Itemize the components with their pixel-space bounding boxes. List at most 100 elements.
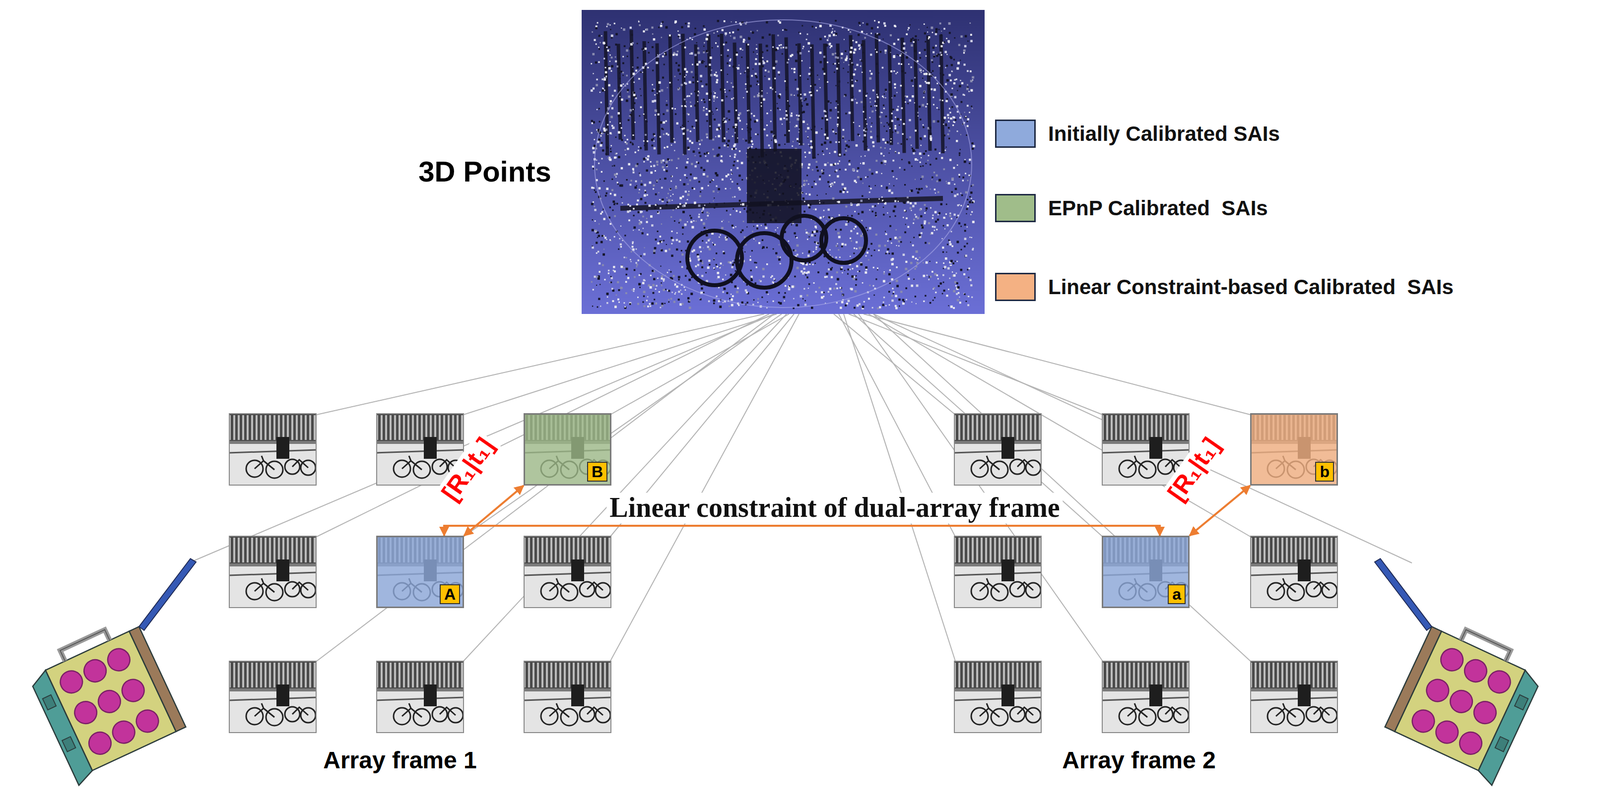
cloud-point xyxy=(730,273,733,277)
cloud-point xyxy=(687,183,689,186)
cloud-point xyxy=(939,51,942,54)
cloud-point xyxy=(853,247,856,250)
cloud-point xyxy=(929,136,933,140)
cloud-point xyxy=(858,247,862,250)
cloud-point xyxy=(821,128,823,131)
cloud-point xyxy=(604,195,607,198)
cloud-point xyxy=(625,74,628,77)
cloud-point xyxy=(609,28,611,30)
cloud-point xyxy=(882,38,884,40)
cloud-point xyxy=(870,72,873,75)
cloud-point xyxy=(694,53,697,57)
cloud-point xyxy=(670,175,672,177)
cloud-point xyxy=(934,44,937,47)
cloud-point xyxy=(651,83,654,86)
cloud-point xyxy=(891,258,894,261)
cloud-point xyxy=(895,72,897,75)
cloud-point xyxy=(956,261,958,263)
cloud-point xyxy=(708,264,711,266)
cloud-point xyxy=(929,261,931,263)
cloud-point xyxy=(966,87,969,91)
cloud-point xyxy=(966,84,969,86)
cloud-point xyxy=(625,280,628,283)
cloud-point xyxy=(725,41,728,44)
cloud-point xyxy=(599,42,601,44)
cloud-point xyxy=(900,63,903,66)
cloud-point xyxy=(865,128,868,131)
cloud-point xyxy=(891,131,894,134)
cloud-point xyxy=(701,211,704,214)
cloud-point xyxy=(919,57,922,60)
cloud-point xyxy=(884,49,887,52)
cloud-point xyxy=(858,89,861,92)
cloud-point xyxy=(946,54,948,56)
cloud-point xyxy=(689,101,692,104)
cloud-point xyxy=(841,245,844,248)
fence-stroke xyxy=(605,31,608,156)
cloud-point xyxy=(620,225,622,227)
cloud-point xyxy=(753,95,756,98)
cloud-point xyxy=(952,290,956,293)
cloud-point xyxy=(861,71,863,73)
cloud-point xyxy=(607,84,610,87)
cloud-point xyxy=(844,148,846,150)
cloud-point xyxy=(814,83,817,86)
cloud-point xyxy=(792,140,794,142)
cloud-point xyxy=(870,27,874,30)
cloud-point xyxy=(823,141,827,144)
cloud-point xyxy=(597,21,599,24)
cloud-point xyxy=(875,233,878,236)
cloud-point xyxy=(945,213,947,215)
cloud-point xyxy=(765,226,768,230)
cloud-point xyxy=(894,215,897,217)
cloud-point xyxy=(952,262,955,265)
cloud-point xyxy=(883,22,886,25)
cloud-point xyxy=(969,70,972,73)
cloud-point xyxy=(866,92,868,94)
cloud-point xyxy=(866,145,868,147)
cloud-point xyxy=(703,42,705,44)
cloud-point xyxy=(897,152,900,155)
cloud-point xyxy=(732,31,734,34)
cloud-point xyxy=(638,192,640,194)
cloud-point xyxy=(619,286,623,290)
cloud-point xyxy=(808,193,811,196)
cloud-point xyxy=(814,234,816,237)
cloud-point xyxy=(855,80,857,82)
cloud-point xyxy=(809,85,812,87)
cloud-point xyxy=(861,247,864,249)
cloud-point xyxy=(704,153,706,155)
cloud-point xyxy=(703,98,706,101)
cloud-point xyxy=(932,46,935,49)
cloud-point xyxy=(718,286,720,289)
cloud-point xyxy=(964,255,968,258)
cloud-point xyxy=(595,27,598,30)
cloud-point xyxy=(815,230,819,233)
cloud-point xyxy=(617,115,620,118)
cloud-point xyxy=(940,156,943,159)
cloud-point xyxy=(738,64,740,67)
cloud-point xyxy=(891,170,894,173)
cloud-point xyxy=(733,160,735,163)
cloud-point xyxy=(797,304,800,307)
cloud-point xyxy=(722,278,724,281)
cloud-point xyxy=(928,38,930,40)
cloud-point xyxy=(900,53,903,55)
cloud-point xyxy=(711,47,714,49)
cloud-point xyxy=(784,292,786,294)
cloud-point xyxy=(876,135,879,138)
cloud-point xyxy=(826,118,829,121)
cloud-point xyxy=(883,155,885,157)
cloud-point xyxy=(789,121,791,123)
cloud-point xyxy=(721,227,724,230)
cloud-point xyxy=(935,157,938,160)
cloud-point xyxy=(880,122,882,124)
cloud-point xyxy=(713,73,716,76)
cloud-point xyxy=(876,307,879,310)
cloud-point xyxy=(594,208,597,211)
cloud-point xyxy=(730,298,734,302)
cloud-point xyxy=(636,42,639,45)
cloud-point xyxy=(598,187,601,190)
